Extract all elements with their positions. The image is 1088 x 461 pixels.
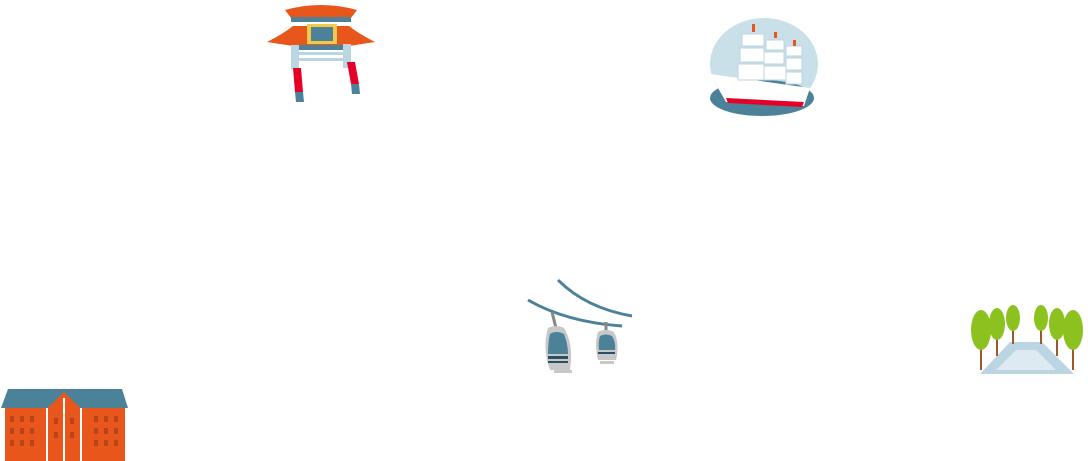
park-trees-icon	[971, 305, 1083, 374]
cable-car-icon	[527, 278, 633, 373]
chinatown-gate-icon	[267, 5, 375, 102]
brick-warehouse-icon	[1, 389, 128, 461]
sailing-ship-icon	[710, 18, 818, 116]
